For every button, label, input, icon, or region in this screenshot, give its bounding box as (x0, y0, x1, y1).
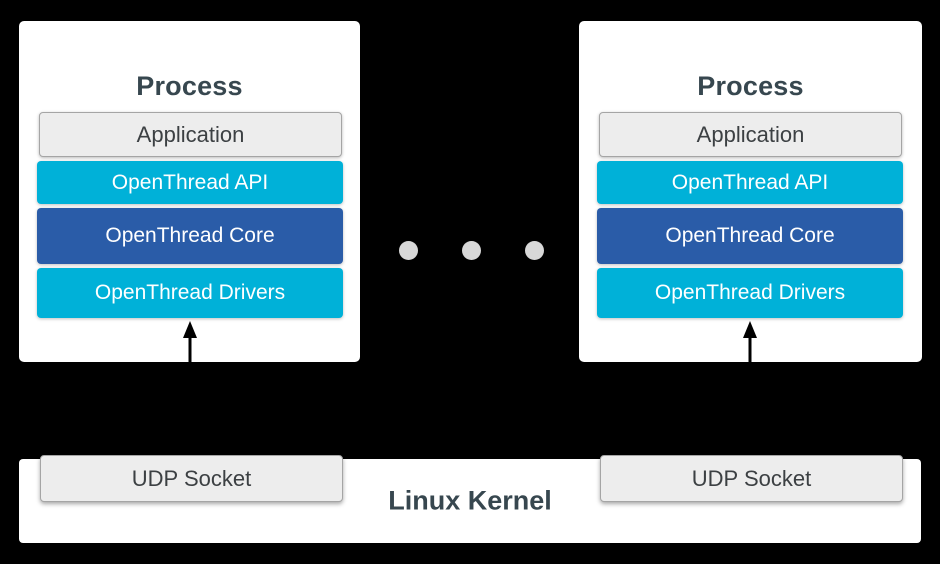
layer-application: Application (599, 112, 902, 157)
layer-openthread-api: OpenThread API (37, 161, 343, 204)
process-box-left: Process Application OpenThread API OpenT… (19, 21, 360, 362)
ellipsis-dot (462, 241, 481, 260)
ellipsis-dots (399, 241, 544, 260)
ellipsis-dot (399, 241, 418, 260)
kernel-label: Linux Kernel (388, 485, 552, 516)
process-title: Process (697, 71, 804, 101)
process-box-right: Process Application OpenThread API OpenT… (579, 21, 922, 362)
layer-openthread-drivers: OpenThread Drivers (597, 268, 903, 318)
layer-openthread-core: OpenThread Core (597, 208, 903, 264)
ellipsis-dot (525, 241, 544, 260)
layer-openthread-api: OpenThread API (597, 161, 903, 204)
layer-openthread-core: OpenThread Core (37, 208, 343, 264)
layer-openthread-drivers: OpenThread Drivers (37, 268, 343, 318)
layer-application: Application (39, 112, 342, 157)
process-title: Process (136, 71, 243, 101)
udp-socket-left: UDP Socket (40, 455, 343, 502)
udp-socket-right: UDP Socket (600, 455, 903, 502)
kernel-bar: UDP Socket Linux Kernel UDP Socket (19, 455, 921, 543)
arrow-up-icon (743, 321, 757, 362)
arrow-up-icon (183, 321, 197, 362)
